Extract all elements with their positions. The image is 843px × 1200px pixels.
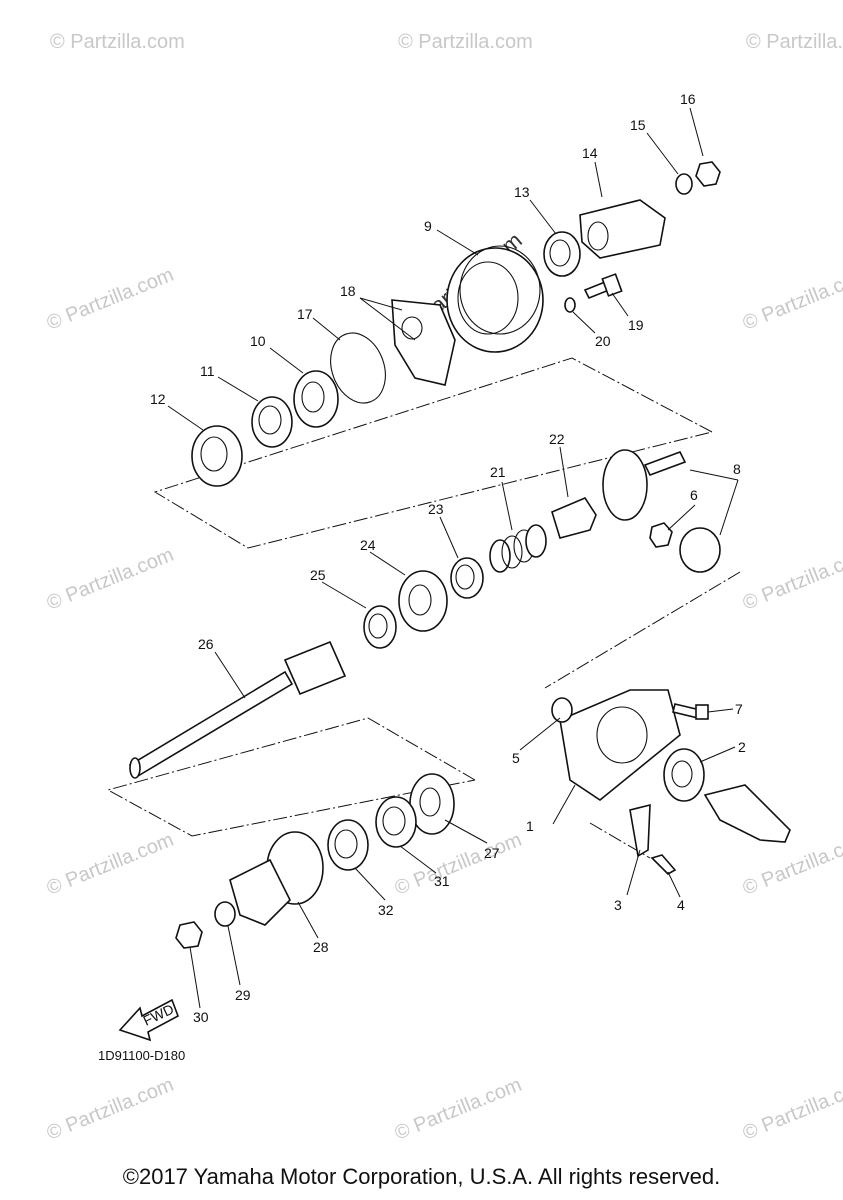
callout-30: 30	[193, 1009, 209, 1025]
callout-21: 21	[490, 464, 506, 480]
callout-10: 10	[250, 333, 266, 349]
part-2-bearing	[663, 748, 705, 802]
callout-17: 17	[297, 306, 313, 322]
callout-23: 23	[428, 501, 444, 517]
group-outline-lower	[106, 717, 476, 837]
part-24-bearing	[398, 570, 448, 632]
callout-20: 20	[595, 333, 611, 349]
callout-1: 1	[526, 818, 534, 834]
callout-11: 11	[200, 363, 215, 379]
copyright-notice: ©2017 Yamaha Motor Corporation, U.S.A. A…	[122, 1164, 721, 1189]
watermark: © Partzilla.com	[44, 829, 177, 900]
part-11-collar	[251, 396, 293, 448]
callout-27: 27	[484, 845, 500, 861]
callout-19: 19	[628, 317, 644, 333]
callout-24: 24	[360, 537, 376, 553]
callout-16: 16	[680, 91, 696, 107]
callout-29: 29	[235, 987, 251, 1003]
diagram-code: 1D91100-D180	[98, 1048, 186, 1063]
callout-9: 9	[424, 218, 432, 234]
fwd-arrow-icon: FWD	[118, 998, 179, 1042]
part-13-oil-seal	[543, 231, 581, 277]
part-17-o-ring	[330, 332, 386, 404]
leader-lines	[167, 107, 739, 1009]
watermark: © Partzilla.com	[740, 544, 843, 615]
part-19-bolt	[583, 273, 623, 300]
group-outline-upper	[153, 357, 713, 549]
callout-26: 26	[198, 636, 214, 652]
callout-5: 5	[512, 750, 520, 766]
part-21-spring	[489, 524, 547, 573]
callouts: 1 2 3 4 5 6 7 8 9 10 11 12 13 14 15 16 1…	[150, 91, 746, 1025]
part-15-washer	[675, 173, 693, 195]
callout-14: 14	[582, 145, 598, 161]
part-4-screw	[650, 854, 677, 875]
watermark: © Partzilla.com	[392, 1074, 525, 1145]
part-7-bolt	[672, 703, 709, 720]
part-9-bearing-housing	[446, 245, 544, 353]
part-22-collar	[551, 497, 597, 539]
watermark: © Partzilla.com	[44, 544, 177, 615]
callout-8: 8	[733, 461, 741, 477]
part-10-bearing	[293, 370, 339, 428]
part-pinion-shaft	[703, 784, 791, 843]
part-5-o-ring	[551, 697, 573, 723]
part-26-shaft	[128, 640, 347, 779]
watermark: © Partzilla.com	[50, 31, 185, 53]
callout-12: 12	[150, 391, 166, 407]
callout-15: 15	[630, 117, 646, 133]
part-23-collar	[450, 557, 484, 599]
callout-3: 3	[614, 897, 622, 913]
group-outline-middle	[544, 571, 741, 689]
watermark: © Partzilla.com	[740, 1074, 843, 1145]
part-28-yoke	[229, 831, 324, 926]
watermark: © Partzilla.com	[746, 31, 843, 53]
part-12-oil-seal	[191, 425, 243, 487]
watermark: © Partzilla.com	[392, 829, 525, 900]
part-8-gear	[602, 449, 721, 573]
callout-22: 22	[549, 431, 565, 447]
watermark: © Partzilla.com	[44, 264, 177, 335]
part-25-collar	[363, 605, 397, 649]
watermark: © Partzilla.com	[398, 31, 533, 53]
part-16-nut	[695, 161, 721, 187]
part-1-housing	[559, 689, 681, 801]
callout-32: 32	[378, 902, 394, 918]
callout-4: 4	[677, 897, 685, 913]
part-29-washer	[214, 901, 236, 927]
callout-31: 31	[434, 873, 450, 889]
part-6-nut	[649, 522, 673, 548]
part-3-bracket	[629, 803, 651, 858]
watermark: © Partzilla.com	[740, 829, 843, 900]
callout-7: 7	[735, 701, 743, 717]
part-30-nut	[175, 921, 203, 949]
callout-28: 28	[313, 939, 329, 955]
part-20-washer	[564, 297, 576, 313]
callout-13: 13	[514, 184, 530, 200]
watermark: © Partzilla.com	[44, 1074, 177, 1145]
watermark: © Partzilla.com	[740, 264, 843, 335]
part-14-yoke	[579, 199, 666, 259]
part-18-shim	[391, 299, 456, 386]
callout-2: 2	[738, 739, 746, 755]
callout-18: 18	[340, 283, 356, 299]
part-31-collar	[375, 796, 417, 848]
callout-25: 25	[310, 567, 326, 583]
part-32-oil-seal	[327, 819, 369, 871]
callout-6: 6	[690, 487, 698, 503]
